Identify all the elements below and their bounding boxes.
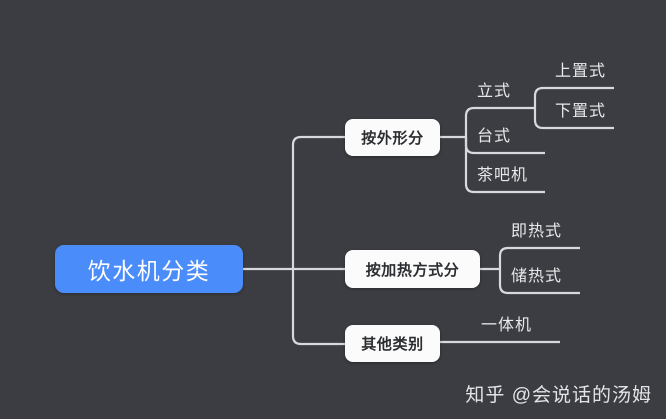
leaf-node-tea-bar[interactable]: 茶吧机	[477, 167, 529, 184]
root-node[interactable]: 饮水机分类	[55, 245, 243, 293]
leaf-node-bottom-mounted[interactable]: 下置式	[555, 103, 607, 120]
edge-trunk-other	[291, 269, 345, 346]
root-node-label: 饮水机分类	[87, 258, 211, 284]
branch-node-heating[interactable]: 按加热方式分	[345, 250, 480, 288]
branch-node-other-label: 其他类别	[361, 336, 424, 353]
leaf-node-vertical[interactable]: 立式	[477, 83, 512, 100]
watermark: 知乎 @会说话的汤姆	[465, 385, 652, 406]
leaf-node-all-in-one[interactable]: 一体机	[481, 317, 533, 334]
edge-heating-instant	[498, 246, 580, 269]
leaf-node-storage-heat[interactable]: 储热式	[511, 268, 563, 285]
branch-node-other[interactable]: 其他类别	[345, 325, 440, 362]
branch-node-heating-label: 按加热方式分	[365, 261, 460, 279]
branch-node-shape-label: 按外形分	[361, 130, 424, 147]
edge-trunk-shape	[291, 135, 345, 269]
leaf-node-desktop[interactable]: 台式	[477, 128, 512, 145]
leaf-node-instant-heat[interactable]: 即热式	[511, 223, 563, 240]
leaf-node-top-mounted[interactable]: 上置式	[555, 63, 607, 80]
branch-node-shape[interactable]: 按外形分	[345, 119, 440, 156]
